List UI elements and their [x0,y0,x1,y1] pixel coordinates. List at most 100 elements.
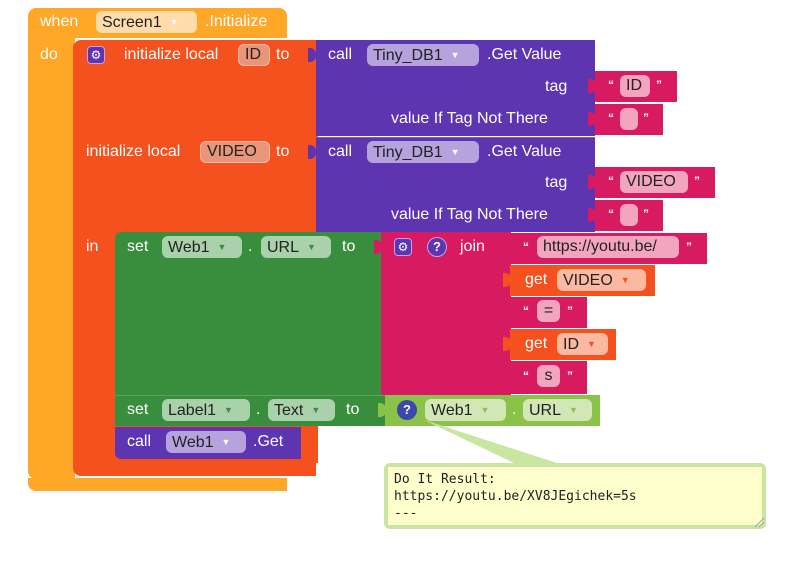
text-value-field[interactable]: s [537,365,560,387]
var-name-id-field[interactable]: ID [238,44,270,66]
puzzle-connector [308,48,316,62]
join-label: join [460,238,485,255]
result-value: https://youtu.be/XV8JEgichek=5s [394,489,637,504]
puzzle-connector [588,112,596,126]
web1-component-dropdown[interactable]: Web1▼ [425,399,506,421]
event-bottom-bar [28,478,287,491]
open-quote-icon: “ [608,174,614,188]
join-block[interactable] [381,232,511,395]
chevron-down-icon: ▼ [569,405,578,415]
tinydb1-dropdown-label: Tiny_DB1 [373,144,443,161]
get-variable-dropdown[interactable]: VIDEO ▼ [557,269,646,291]
web1-dropdown-label: Web1 [168,239,210,256]
puzzle-connector [378,403,386,417]
variable-name-label: ID [563,336,579,353]
puzzle-connector [588,175,596,189]
resize-handle-icon[interactable] [753,516,765,528]
set-web1-url-block[interactable] [115,232,382,395]
text-value-field[interactable] [620,204,638,226]
get-variable-dropdown[interactable]: ID ▼ [557,333,608,355]
value-if-tag-not-there-label: value If Tag Not There [391,110,548,127]
url-property-dropdown[interactable]: URL ▼ [523,399,592,421]
tinydb1-dropdown[interactable]: Tiny_DB1 ▼ [367,141,479,163]
do-label: do [40,46,58,63]
web1-component-dropdown[interactable]: Web1 ▼ [166,431,246,453]
do-it-result-text: Do It Result:https://youtu.be/XV8JEgiche… [388,467,762,525]
chevron-down-icon: ▼ [217,242,227,252]
close-quote-icon: ” [686,240,692,254]
chevron-down-icon: ▼ [307,242,316,252]
call-label: call [328,46,353,63]
chevron-down-icon: ▼ [169,17,179,27]
chevron-down-icon: ▼ [221,437,231,447]
dot-label: . [256,401,261,418]
to-label: to [342,238,356,255]
open-quote-icon: “ [608,78,614,92]
dot-label: . [512,401,517,418]
text-value-field[interactable]: = [537,300,560,322]
dot-label: . [248,238,253,255]
chevron-down-icon: ▼ [311,405,321,415]
puzzle-connector [503,273,511,287]
puzzle-connector [588,79,596,93]
tag-label: tag [545,78,568,95]
chevron-down-icon: ▼ [620,275,630,285]
get-value-method-label: .Get Value [487,143,562,160]
call-label: call [328,143,353,160]
chevron-down-icon: ▼ [480,405,490,415]
get-value-method-label: .Get Value [487,46,562,63]
var-name-video-field[interactable]: VIDEO [200,141,270,163]
set-label1-text-block[interactable] [115,395,386,426]
initialize-local-bottom-bar [73,461,316,476]
text-value-field[interactable] [620,108,638,130]
chevron-down-icon: ▼ [450,50,460,60]
close-quote-icon: ” [656,78,662,92]
initialize-local-label: initialize local [124,46,219,63]
open-quote-icon: “ [608,111,614,125]
close-quote-icon: ” [694,174,700,188]
tag-label: tag [545,174,568,191]
screen1-dropdown-label: Screen1 [102,14,162,31]
web1-component-dropdown[interactable]: Web1 ▼ [162,236,242,258]
tooltip-pointer [424,420,560,464]
get-method-label: .Get [253,433,284,450]
to-label: to [276,143,290,160]
url-property-dropdown[interactable]: URL▼ [261,236,331,258]
help-icon[interactable]: ? [397,400,417,420]
text-value-field[interactable]: VIDEO [620,171,688,193]
puzzle-connector [374,240,382,254]
close-quote-icon: ” [643,207,649,221]
open-quote-icon: “ [523,240,529,254]
text-value-field[interactable]: ID [620,75,650,97]
get-label: get [525,335,548,352]
text-value-field[interactable]: https://youtu.be/ [537,236,679,258]
set-label: set [127,401,149,418]
text-property-dropdown[interactable]: Text▼ [268,399,335,421]
open-quote-icon: “ [608,207,614,221]
get-label: get [525,271,548,288]
tinydb1-dropdown[interactable]: Tiny_DB1▼ [367,44,479,66]
set-label: set [127,238,149,255]
label1-component-dropdown[interactable]: Label1▼ [162,399,250,421]
variable-name-label: VIDEO [563,272,613,289]
mutator-gear-icon[interactable]: ⚙ [394,238,412,256]
label1-dropdown-label: Label1 [168,402,217,419]
close-quote-icon: ” [567,369,573,383]
puzzle-connector [308,145,316,159]
to-label: to [346,401,360,418]
help-icon[interactable]: ? [427,237,447,257]
call-label: call [127,433,152,450]
chevron-down-icon: ▼ [587,339,596,349]
url-property-label: URL [529,402,562,419]
when-label: when [40,13,79,30]
value-if-tag-not-there-label: value If Tag Not There [391,206,548,223]
initialize-local-label: initialize local [86,143,181,160]
puzzle-connector [588,208,596,222]
screen1-dropdown[interactable]: Screen1 ▼ [96,11,197,33]
web1-dropdown-label: Web1 [172,434,214,451]
open-quote-icon: “ [523,369,529,383]
chevron-down-icon: ▼ [450,147,460,157]
initialize-event-label: .Initialize [205,13,268,30]
mutator-gear-icon[interactable]: ⚙ [87,46,105,64]
close-quote-icon: ” [567,304,573,318]
